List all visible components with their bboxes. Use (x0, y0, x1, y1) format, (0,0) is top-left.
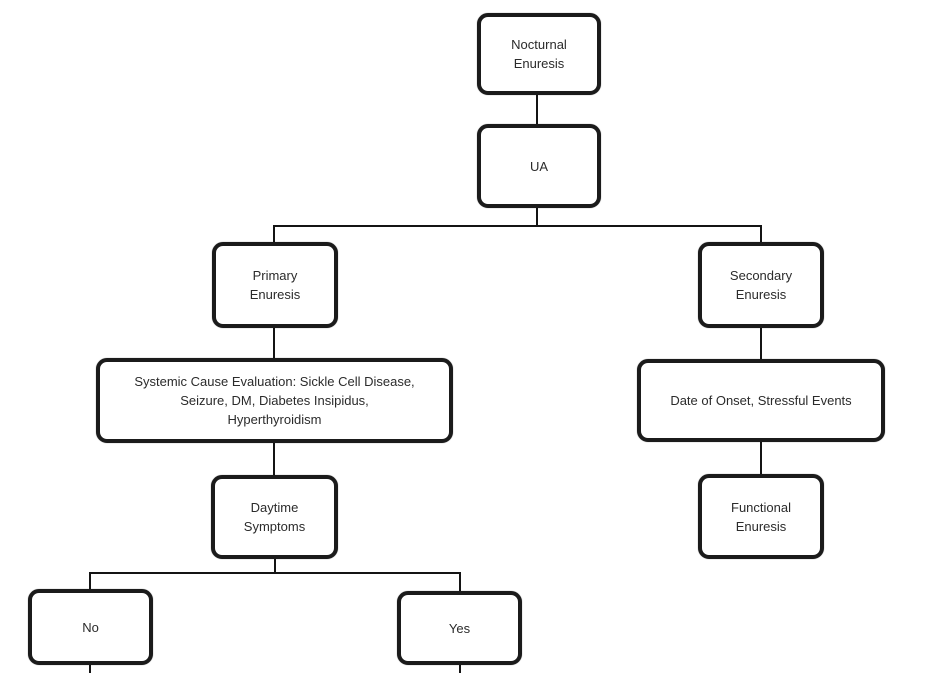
node-date-of-onset: Date of Onset, Stressful Events (637, 359, 885, 442)
connector-daytime-yes-drop (459, 572, 461, 593)
connector-nocturnal-ua (536, 94, 538, 125)
connector-ua-stem (536, 207, 538, 226)
connector-onset-functional (760, 441, 762, 475)
connector-daytime-branch-horizontal (89, 572, 461, 574)
node-nocturnal-enuresis: Nocturnal Enuresis (477, 13, 601, 95)
node-functional-enuresis: Functional Enuresis (698, 474, 824, 559)
connector-ua-branch-horizontal (273, 225, 762, 227)
connector-ua-primary-drop (273, 225, 275, 243)
connector-systemic-daytime (273, 442, 275, 476)
node-secondary-enuresis: Secondary Enuresis (698, 242, 824, 328)
connector-secondary-onset (760, 327, 762, 360)
connector-yes-continuation (459, 663, 461, 673)
node-ua: UA (477, 124, 601, 208)
node-systemic-cause-evaluation: Systemic Cause Evaluation: Sickle Cell D… (96, 358, 453, 443)
node-daytime-symptoms: Daytime Symptoms (211, 475, 338, 559)
node-no: No (28, 589, 153, 665)
connector-daytime-stem (274, 558, 276, 574)
node-primary-enuresis: Primary Enuresis (212, 242, 338, 328)
connector-no-continuation (89, 664, 91, 673)
connector-ua-secondary-drop (760, 225, 762, 243)
connector-primary-systemic (273, 327, 275, 359)
connector-daytime-no-drop (89, 572, 91, 590)
node-yes: Yes (397, 591, 522, 665)
